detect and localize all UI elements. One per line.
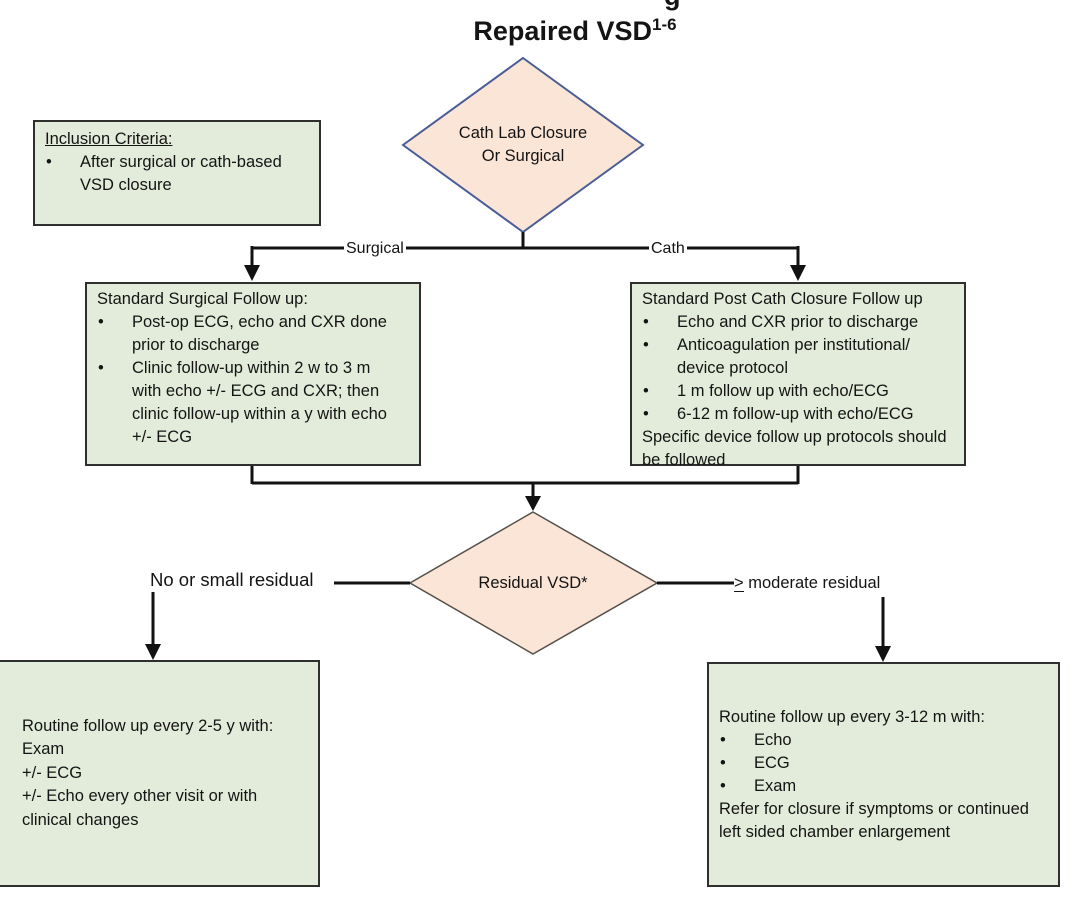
cath-bullet-2: • Anticoagulation per institutional/ dev… bbox=[632, 334, 964, 380]
bullet-line: Anticoagulation per institutional/ bbox=[677, 336, 910, 354]
arrowhead-into-residual-diamond bbox=[525, 496, 541, 511]
edge-label-no-or-small-residual: No or small residual bbox=[150, 569, 314, 590]
bullet-line: Clinic follow-up within 2 w to 3 m bbox=[132, 359, 371, 377]
left-outcome-box: Routine follow up every 2-5 y with: Exam… bbox=[0, 660, 320, 887]
bullet-icon: • bbox=[98, 313, 104, 331]
left-outcome-line-3: +/- ECG bbox=[22, 763, 83, 782]
arrowhead-into-cath-box bbox=[790, 265, 806, 281]
bullet-line: with echo +/- ECG and CXR; then bbox=[132, 382, 380, 400]
bullet-icon: • bbox=[643, 336, 649, 354]
bullet-line: +/- ECG bbox=[132, 428, 193, 446]
bullet-line: device protocol bbox=[677, 359, 788, 377]
bullet-line: 6-12 m follow-up with echo/ECG bbox=[677, 405, 914, 423]
right-outcome-box: Routine follow up every 3-12 m with: • E… bbox=[707, 662, 1060, 887]
surgical-bullet-1: • Post-op ECG, echo and CXR done prior t… bbox=[87, 311, 419, 357]
cath-bullet-3: • 1 m follow up with echo/ECG bbox=[632, 380, 964, 403]
page-title-superscript: 1-6 bbox=[651, 15, 677, 34]
surgical-bullet-2: • Clinic follow-up within 2 w to 3 m wit… bbox=[87, 357, 419, 449]
inclusion-criteria-heading: Inclusion Criteria: bbox=[45, 130, 173, 148]
left-outcome-line-5: clinical changes bbox=[22, 810, 139, 829]
inclusion-criteria-box: Inclusion Criteria: • After surgical or … bbox=[33, 120, 321, 226]
bullet-icon: • bbox=[720, 753, 726, 772]
cath-bullet-4-text: 6-12 m follow-up with echo/ECG bbox=[677, 403, 964, 426]
decision1-line2: Or Surgical bbox=[481, 147, 565, 165]
cath-footer-line-2: be followed bbox=[642, 451, 726, 469]
page-title-text: Repaired VSD bbox=[473, 16, 652, 46]
arrowhead-into-left-outcome-box bbox=[145, 644, 161, 660]
bullet-icon: • bbox=[98, 359, 104, 377]
edge-label-cath: Cath bbox=[649, 239, 687, 258]
bullet-line: Echo and CXR prior to discharge bbox=[677, 313, 919, 331]
right-outcome-footer-line-1: Refer for closure if symptoms or continu… bbox=[719, 799, 1029, 818]
bullet-icon: • bbox=[643, 405, 649, 423]
page-title: Repaired VSD1-6 bbox=[400, 8, 750, 48]
right-outcome-footer-line-2: left sided chamber enlargement bbox=[719, 822, 951, 841]
arrowhead-into-surgical-box bbox=[244, 265, 260, 281]
bullet-line: Post-op ECG, echo and CXR done bbox=[132, 313, 387, 331]
surgical-bullet-2-text: Clinic follow-up within 2 w to 3 m with … bbox=[132, 357, 419, 449]
bullet-line: After surgical or cath-based bbox=[80, 153, 282, 171]
moderate-residual-text: moderate residual bbox=[743, 574, 881, 592]
edge-label-surgical: Surgical bbox=[344, 239, 406, 258]
edge-label-moderate-residual: > moderate residual bbox=[734, 574, 880, 593]
right-outcome-bullet-3: • Exam bbox=[709, 775, 1058, 798]
surgical-followup-box: Standard Surgical Follow up: • Post-op E… bbox=[85, 282, 421, 466]
title-cutoff-fragment: g bbox=[664, 0, 681, 12]
surgical-followup-heading: Standard Surgical Follow up: bbox=[97, 290, 308, 308]
right-outcome-bullet-2: • ECG bbox=[709, 752, 1058, 775]
decision-diamond-residual-vsd bbox=[408, 511, 659, 655]
bullet-icon: • bbox=[643, 382, 649, 400]
left-outcome-line-2: Exam bbox=[22, 740, 65, 759]
cath-followup-box: Standard Post Cath Closure Follow up • E… bbox=[630, 282, 966, 469]
arrowhead-into-right-outcome-box bbox=[875, 646, 891, 662]
decision1-label: Cath Lab Closure Or Surgical bbox=[423, 122, 623, 168]
cath-followup-heading: Standard Post Cath Closure Follow up bbox=[642, 290, 923, 308]
cath-bullet-4: • 6-12 m follow-up with echo/ECG bbox=[632, 403, 964, 426]
right-outcome-bullet-1-text: Echo bbox=[754, 730, 792, 749]
left-outcome-line-4: +/- Echo every other visit or with bbox=[22, 787, 258, 806]
greater-equal-symbol: > bbox=[734, 574, 744, 592]
cath-footer-line-1: Specific device follow up protocols shou… bbox=[642, 428, 947, 446]
cath-bullet-2-text: Anticoagulation per institutional/ devic… bbox=[677, 334, 964, 380]
inclusion-criteria-bullet: • After surgical or cath-based VSD closu… bbox=[35, 151, 319, 197]
left-outcome-line-1: Routine follow up every 2-5 y with: bbox=[22, 716, 274, 735]
right-outcome-bullet-3-text: Exam bbox=[754, 776, 797, 795]
right-outcome-bullet-2-text: ECG bbox=[754, 753, 790, 772]
cath-bullet-1: • Echo and CXR prior to discharge bbox=[632, 311, 964, 334]
surgical-bullet-1-text: Post-op ECG, echo and CXR done prior to … bbox=[132, 311, 419, 357]
bullet-line: 1 m follow up with echo/ECG bbox=[677, 382, 889, 400]
bullet-line: clinic follow-up within a y with echo bbox=[132, 405, 387, 423]
inclusion-criteria-bullet-text: After surgical or cath-based VSD closure bbox=[80, 151, 319, 197]
right-outcome-bullet-1: • Echo bbox=[709, 729, 1058, 752]
right-outcome-heading: Routine follow up every 3-12 m with: bbox=[719, 707, 985, 726]
cath-bullet-3-text: 1 m follow up with echo/ECG bbox=[677, 380, 964, 403]
decision1-line1: Cath Lab Closure bbox=[458, 124, 588, 142]
cath-bullet-1-text: Echo and CXR prior to discharge bbox=[677, 311, 964, 334]
bullet-icon: • bbox=[46, 153, 52, 171]
bullet-line: VSD closure bbox=[80, 176, 172, 194]
decision2-label: Residual VSD* bbox=[478, 574, 588, 592]
bullet-icon: • bbox=[720, 776, 726, 795]
bullet-icon: • bbox=[720, 730, 726, 749]
bullet-line: prior to discharge bbox=[132, 336, 260, 354]
bullet-icon: • bbox=[643, 313, 649, 331]
